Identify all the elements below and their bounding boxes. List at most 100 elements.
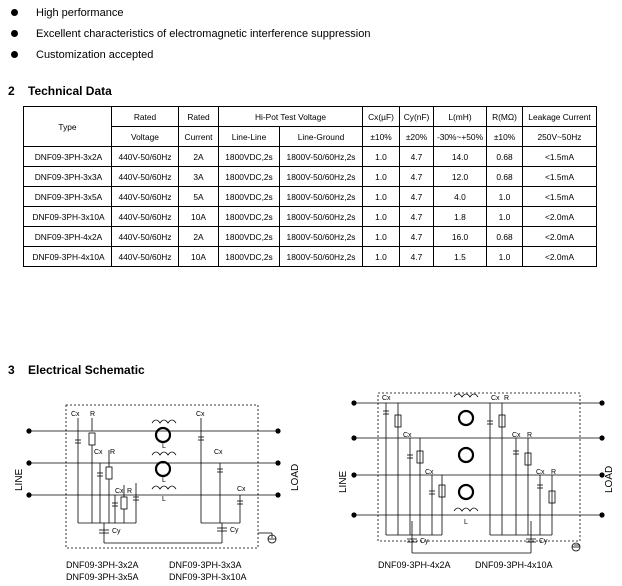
cell-cx: 1.0 <box>362 146 400 167</box>
cell-type: DNF09-3PH-4x2A <box>23 226 112 247</box>
model-name: DNF09-3PH-4x2A <box>378 560 451 570</box>
header-cy-tol: ±20% <box>399 126 434 147</box>
label-cy: Cy <box>420 538 429 545</box>
header-r-tol: ±10% <box>486 126 523 147</box>
choke-core <box>457 483 475 501</box>
filter-enclosure <box>65 404 259 549</box>
section-title: Technical Data <box>28 84 112 98</box>
terminal <box>599 400 605 406</box>
cell-r: 0.68 <box>486 166 523 187</box>
feature-item: Customization accepted <box>10 44 370 65</box>
cell-leakage: <1.5mA <box>522 186 597 207</box>
cell-r: 0.68 <box>486 146 523 167</box>
feature-item: High performance <box>10 2 370 23</box>
cell-line-ground: 1800V-50/60Hz,2s <box>279 146 363 167</box>
label-l: L <box>162 496 166 503</box>
label-cx: Cx <box>382 395 391 402</box>
choke-core <box>154 460 172 478</box>
cell-cx: 1.0 <box>362 246 400 267</box>
header-line-line: Line-Line <box>218 126 280 147</box>
resistor <box>416 450 424 464</box>
feature-text: Customization accepted <box>36 48 154 61</box>
section-title: Electrical Schematic <box>28 363 145 377</box>
cell-leakage: <2.0mA <box>522 226 597 247</box>
cell-cx: 1.0 <box>362 186 400 207</box>
model-name: DNF09-3PH-3x10A <box>169 572 247 582</box>
terminal <box>351 472 357 478</box>
cell-line-line: 1800VDC,2s <box>218 226 280 247</box>
terminal <box>26 460 32 466</box>
resistor <box>498 414 506 428</box>
cell-l: 1.8 <box>433 206 487 227</box>
cell-line-line: 1800VDC,2s <box>218 206 280 227</box>
label-cx: Cx <box>403 432 412 439</box>
header-cx-tol: ±10% <box>362 126 400 147</box>
cell-current: 2A <box>178 226 219 247</box>
header-cy: Cy(nF) <box>399 106 434 127</box>
header-r: R(MΩ) <box>486 106 523 127</box>
label-cx: Cx <box>512 432 521 439</box>
cell-leakage: <2.0mA <box>522 246 597 267</box>
header-current: Current <box>178 126 219 147</box>
line-label: LINE <box>14 468 25 491</box>
section-number: 3 <box>8 363 15 377</box>
header-line-ground: Line-Ground <box>279 126 363 147</box>
line-label: LINE <box>338 470 349 493</box>
cell-line-ground: 1800V-50/60Hz,2s <box>279 246 363 267</box>
cell-r: 1.0 <box>486 246 523 267</box>
terminal <box>599 512 605 518</box>
cell-current: 3A <box>178 166 219 187</box>
cell-type: DNF09-3PH-4x10A <box>23 246 112 267</box>
header-voltage: Voltage <box>111 126 179 147</box>
inductor-coil <box>453 507 479 512</box>
cell-voltage: 440V-50/60Hz <box>111 166 179 187</box>
cell-cy: 4.7 <box>399 146 434 167</box>
cell-cx: 1.0 <box>362 206 400 227</box>
terminal <box>275 428 281 434</box>
cell-voltage: 440V-50/60Hz <box>111 186 179 207</box>
label-cy: Cy <box>539 538 548 545</box>
table-header-row: Type Rated Rated Hi-Pot Test Voltage Cx(… <box>23 106 597 147</box>
terminal <box>26 492 32 498</box>
cell-cx: 1.0 <box>362 226 400 247</box>
label-r: R <box>90 411 95 418</box>
terminal <box>351 400 357 406</box>
model-name: DNF09-3PH-3x2A <box>66 560 139 570</box>
terminal <box>599 472 605 478</box>
schematic-3phase-labels: Cx R Cx R Cx R L L L Cx Cx Cx Cy Cy LINE… <box>14 411 301 582</box>
cell-line-line: 1800VDC,2s <box>218 186 280 207</box>
label-cx: Cx <box>425 469 434 476</box>
label-r: R <box>127 488 132 495</box>
technical-data-table: Type Rated Rated Hi-Pot Test Voltage Cx(… <box>23 106 597 267</box>
cell-type: DNF09-3PH-3x2A <box>23 146 112 167</box>
cell-voltage: 440V-50/60Hz <box>111 226 179 247</box>
feature-item: Excellent characteristics of electromagn… <box>10 23 370 44</box>
cell-l: 1.5 <box>433 246 487 267</box>
inductor-coil <box>151 485 177 490</box>
filter-enclosure <box>377 392 581 542</box>
bullet-icon <box>11 51 18 58</box>
cell-leakage: <1.5mA <box>522 146 597 167</box>
table-header-row: Voltage Current Line-Line Line-Ground ±1… <box>24 126 597 147</box>
bullet-icon <box>11 9 18 16</box>
label-r: R <box>551 469 556 476</box>
cell-r: 1.0 <box>486 206 523 227</box>
terminal <box>599 435 605 441</box>
cell-l: 12.0 <box>433 166 487 187</box>
cell-cy: 4.7 <box>399 166 434 187</box>
terminal <box>351 512 357 518</box>
resistor <box>548 490 556 504</box>
label-l: L <box>162 443 166 450</box>
cell-line-line: 1800VDC,2s <box>218 166 280 187</box>
cell-voltage: 440V-50/60Hz <box>111 246 179 267</box>
label-cx: Cx <box>71 411 80 418</box>
choke-core <box>457 409 475 427</box>
cell-line-ground: 1800V-50/60Hz,2s <box>279 166 363 187</box>
cell-type: DNF09-3PH-3x10A <box>23 206 112 227</box>
schematic-4line-labels: Cx Cx Cx L Cx R Cx R Cx R Cy Cy LINE LOA… <box>338 395 615 570</box>
